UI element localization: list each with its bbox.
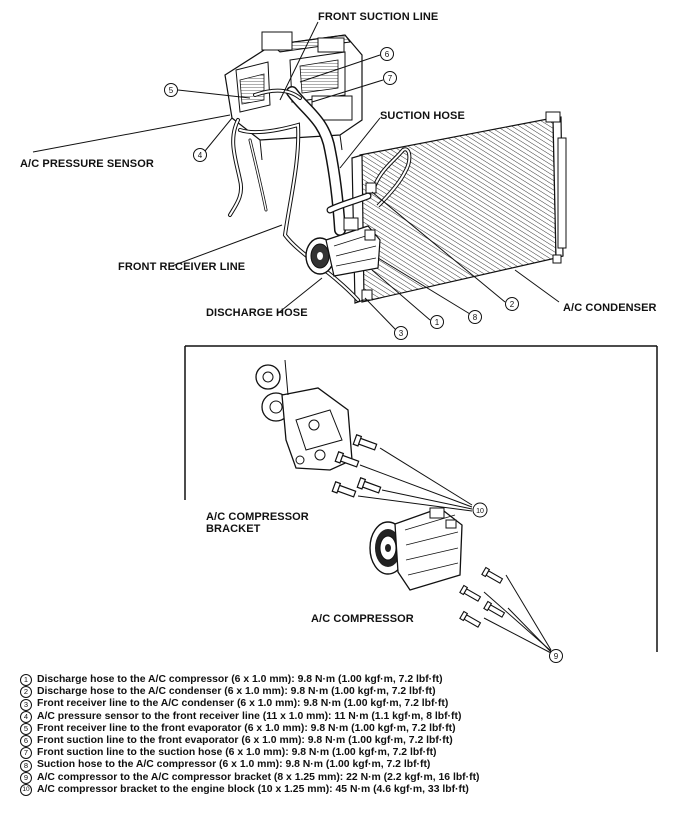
label-ac-condenser: A/C CONDENSER [563, 302, 657, 314]
compressor-detail-drawing [369, 507, 463, 591]
label-front-suction-line: FRONT SUCTION LINE [318, 11, 439, 23]
legend-text: Discharge hose to the A/C compressor (6 … [37, 674, 443, 685]
legend-item: 2 Discharge hose to the A/C condenser (6 … [20, 686, 620, 699]
legend-item: 1 Discharge hose to the A/C compressor (6… [20, 674, 620, 687]
label-suction-hose: SUCTION HOSE [380, 110, 465, 122]
label-bracket: BRACKET [206, 523, 261, 535]
legend-item: 7 Front suction line to the suction hose … [20, 747, 620, 760]
legend-text: A/C pressure sensor to the front receive… [37, 710, 462, 722]
compressor-bracket-drawing [255, 359, 353, 471]
legend-number: 3 [20, 698, 32, 711]
detail-frame [184, 345, 658, 652]
legend-number: 8 [20, 759, 32, 772]
legend-text: Discharge hose to the A/C condenser (6 x… [37, 686, 436, 698]
ac-condenser-drawing [351, 111, 567, 304]
callout-2: 2 [510, 300, 515, 309]
legend-number: 5 [20, 722, 32, 735]
legend-number: 6 [20, 735, 32, 748]
legend-number: 4 [20, 710, 32, 723]
callout-10: 10 [476, 508, 484, 515]
callout-3: 3 [399, 329, 404, 338]
compressor-bolt-leaders [483, 574, 552, 654]
torque-legend: 1 Discharge hose to the A/C compressor (6… [20, 674, 620, 796]
label-ac-compressor-bracket: A/C COMPRESSOR [206, 511, 309, 523]
legend-item: 9 A/C compressor to the A/C compressor br… [20, 772, 620, 784]
legend-text: A/C compressor bracket to the engine blo… [37, 783, 469, 795]
legend-item: 10 A/C compressor bracket to the engine b… [20, 784, 620, 796]
legend-text: Suction hose to the A/C compressor (6 x … [37, 759, 431, 771]
callout-5: 5 [169, 86, 174, 95]
legend-item: 5 Front receiver line to the front evapor… [20, 723, 620, 735]
callout-6: 6 [385, 50, 390, 59]
leader-lines [32, 21, 560, 331]
legend-item: 6 Front suction line to the front evapora… [20, 735, 620, 748]
bracket-bolts [331, 434, 382, 498]
label-discharge-hose: DISCHARGE HOSE [206, 307, 308, 319]
legend-number: 7 [20, 747, 32, 760]
callout-numbers: 1 2 3 4 5 6 7 8 9 10 [169, 50, 559, 661]
callout-4: 4 [198, 151, 203, 160]
legend-text: Front suction line to the front evaporat… [37, 735, 453, 747]
legend-number: 10 [20, 783, 32, 796]
legend-item: 8 Suction hose to the A/C compressor (6 x… [20, 759, 620, 772]
callout-8: 8 [473, 313, 478, 322]
legend-item: 3 Front receiver line to the A/C condense… [20, 698, 620, 711]
legend-text: Front receiver line to the front evapora… [37, 722, 456, 734]
bracket-bolt-leaders [357, 447, 473, 512]
legend-number: 9 [20, 771, 32, 784]
callout-circles [164, 47, 563, 663]
label-ac-pressure-sensor: A/C PRESSURE SENSOR [20, 158, 154, 170]
callout-1: 1 [435, 318, 440, 327]
label-front-receiver-line: FRONT RECEIVER LINE [118, 261, 246, 273]
legend-number: 1 [20, 674, 32, 687]
legend-text: A/C compressor to the A/C compressor bra… [37, 771, 480, 783]
legend-text: Front receiver line to the A/C condenser… [37, 698, 449, 710]
compressor-overview-drawing [305, 217, 381, 277]
callout-9: 9 [554, 652, 559, 661]
callout-7: 7 [388, 74, 393, 83]
legend-text: Front suction line to the suction hose (… [37, 747, 437, 759]
legend-item: 4 A/C pressure sensor to the front receiv… [20, 711, 620, 723]
label-ac-compressor: A/C COMPRESSOR [311, 613, 414, 625]
legend-number: 2 [20, 686, 32, 699]
compressor-bolts [459, 566, 506, 628]
